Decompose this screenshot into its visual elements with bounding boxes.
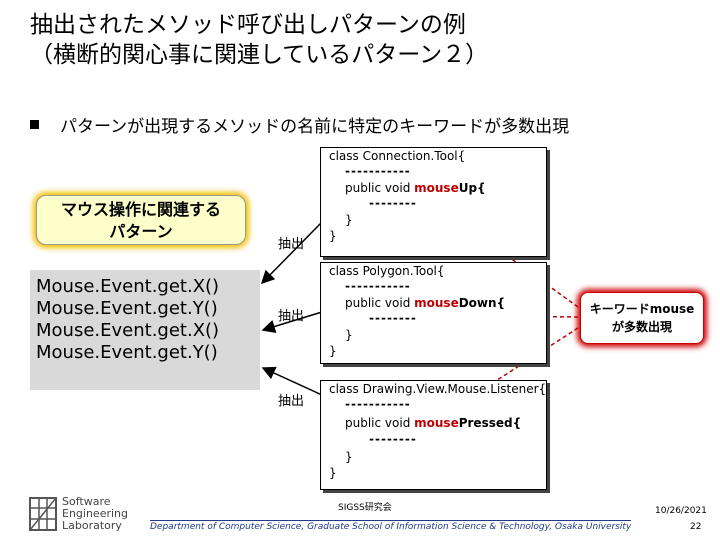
method-close-brace: } [345,213,353,227]
code-ellipsis: -------- [369,311,417,325]
class-close-brace: } [329,466,337,480]
class-declaration: class Connection.Tool{ [329,149,466,163]
slide-title-line1: 抽出されたメソッド呼び出しパターンの例 [30,12,466,38]
keyword-callout-line2: が多数出現 [611,320,672,334]
bullet-square-icon [30,120,39,129]
class-close-brace: } [329,229,337,243]
lab-logo-line3: Laboratory [62,519,122,532]
extract-label-1: 抽出 [278,237,305,252]
method-call-2: Mouse.Event.get.Y() [36,298,218,319]
code-ellipsis: ----------- [345,164,411,178]
keyword-callout-line1: キーワードmouse [589,302,695,316]
method-call-panel [30,270,260,390]
code-ellipsis: -------- [369,432,417,446]
code-ellipsis: -------- [369,196,417,210]
code-note-polygon-tool: class Polygon.Tool{ ----------- public v… [320,262,547,364]
method-call-4: Mouse.Event.get.Y() [36,342,218,363]
code-note-connection-tool: class Connection.Tool{ ----------- publi… [320,147,547,257]
code-note-drawing-view-mouse-listener: class Drawing.View.Mouse.Listener{ -----… [320,380,547,490]
pattern-label-box: マウス操作に関連する パターン [36,195,246,245]
method-prefix: public void [345,416,415,430]
footer-department: Department of Computer Science, Graduate… [150,520,632,532]
extract-arrow-1 [260,221,323,285]
extract-arrow-2 [261,311,323,333]
extract-label-3: 抽出 [278,394,305,409]
code-ellipsis: ----------- [345,397,411,411]
lab-logo-icon [29,497,57,531]
method-declaration: public void mouseDown{ [345,295,505,312]
method-call-3: Mouse.Event.get.X() [36,320,220,341]
method-declaration: public void mousePressed{ [345,415,521,432]
keyword-arrow-3 [430,327,579,423]
class-close-brace: } [329,344,337,358]
keyword-callout-box: キーワードmouse が多数出現 [580,292,704,344]
page-number: 22 [690,522,702,532]
method-close-brace: } [345,450,353,464]
method-prefix: public void [345,181,415,195]
bullet-text: パターンが出現するメソッドの名前に特定のキーワードが多数出現 [60,117,570,137]
extract-arrow-3 [261,366,323,396]
class-declaration: class Polygon.Tool{ [329,264,445,278]
lab-logo-line2: Engineering [62,507,128,520]
method-suffix: Up{ [458,181,486,195]
footer-date: 10/26/2021 [655,506,707,516]
lab-logo [28,496,58,536]
method-keyword: mouse [414,181,459,195]
method-suffix: Pressed{ [458,416,522,430]
method-keyword: mouse [414,416,459,430]
method-call-1: Mouse.Event.get.X() [36,276,220,297]
pattern-label-line1: マウス操作に関連する [60,200,221,219]
code-ellipsis: ----------- [345,279,411,293]
extract-label-2: 抽出 [278,309,305,324]
method-close-brace: } [345,328,353,342]
lab-logo-line1: Software [62,495,111,508]
method-suffix: Down{ [458,296,506,310]
lab-logo-text: Software Engineering Laboratory [62,496,128,532]
class-declaration: class Drawing.View.Mouse.Listener{ [329,382,547,396]
method-prefix: public void [345,296,415,310]
pattern-label-line2: パターン [109,222,173,241]
method-declaration: public void mouseUp{ [345,180,486,197]
method-keyword: mouse [414,296,459,310]
slide-title-line2: （横断的関心事に関連しているパターン２） [30,42,489,68]
slide-title: 抽出されたメソッド呼び出しパターンの例 （横断的関心事に関連しているパターン２） [30,10,488,70]
footer-sigss: SIGSS研究会 [338,503,392,513]
